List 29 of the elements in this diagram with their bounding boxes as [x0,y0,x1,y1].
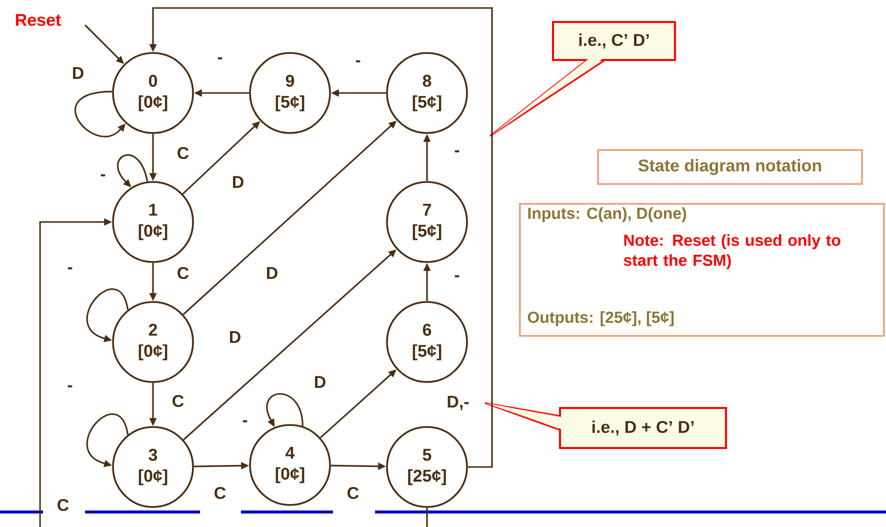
edge-label: - [99,173,107,181]
inputs-text: Inputs: C(an), D(one) [528,207,686,222]
edge-label: C [346,486,360,500]
callout-box: i.e., C’ D’ [489,21,676,137]
title-box: State diagram notation [597,149,863,185]
connector-line [426,508,428,527]
edge-label: - [66,266,74,274]
edge-label: C [212,486,228,500]
note-text: Note: Reset (is used only to start the FSM) [624,234,840,270]
edge-label: - [354,59,362,67]
edge-label: C [176,266,190,280]
node-label: i.e., C’ D’ [579,34,649,48]
reset-label: Reset [16,14,61,26]
edge-label: C [56,498,70,512]
callout-box: i.e., D + C’ D’ [484,402,727,449]
edge-label: D [264,266,280,280]
outputs-text: Outputs: [25¢], [5¢] [528,311,674,326]
edge-label: - [241,419,249,427]
edge-label: D [312,375,328,389]
edge-label: - [453,149,461,157]
edge-label: - [216,56,224,64]
edge-label: D [230,175,246,189]
edge-label: D [228,330,242,344]
edge-label: - [453,274,461,282]
edge-label: D,- [446,394,470,412]
edge-label: D [70,66,86,80]
edge-label: - [66,384,74,392]
edge-label: C [176,146,190,160]
edge-label: C [170,394,186,408]
